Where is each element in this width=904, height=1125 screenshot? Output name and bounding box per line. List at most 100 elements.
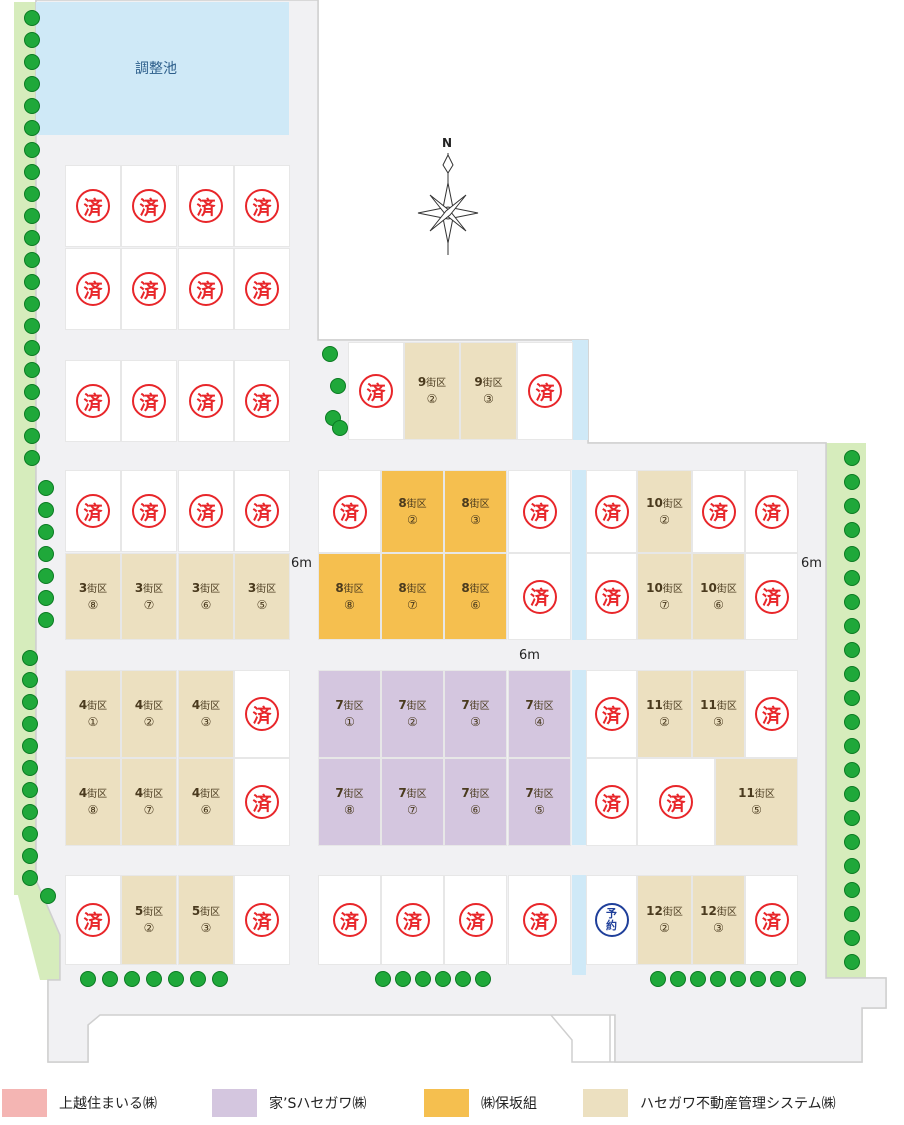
lot-block: 9街区 bbox=[474, 375, 503, 389]
lot-sold[interactable]: 済 bbox=[381, 875, 444, 965]
lot-sold[interactable]: 済 bbox=[121, 248, 177, 330]
lot-block: 4街区 bbox=[78, 698, 108, 712]
lot-sold[interactable]: 済 bbox=[234, 670, 290, 758]
lot-block: 9街区 bbox=[417, 375, 447, 389]
lot-sold[interactable]: 済 bbox=[586, 553, 637, 640]
lot-sold[interactable]: 済 bbox=[178, 248, 234, 330]
lot-sold[interactable]: 済 bbox=[444, 875, 507, 965]
lot-block: 4街区 bbox=[134, 786, 164, 800]
tree-icon bbox=[102, 971, 118, 987]
lot-block: 8街区 bbox=[461, 495, 490, 510]
lot-sold[interactable]: 済 bbox=[234, 248, 290, 330]
legend-swatch bbox=[2, 1089, 47, 1117]
tree-icon bbox=[790, 971, 806, 987]
lot-number: ⑦ bbox=[143, 803, 155, 817]
lot-sold[interactable]: 済 bbox=[517, 342, 573, 440]
tree-icon bbox=[844, 954, 860, 970]
lot-block: 5街区 bbox=[134, 904, 164, 918]
lot-sold[interactable]: 済 bbox=[178, 360, 234, 442]
lot-sold[interactable]: 済 bbox=[318, 875, 381, 965]
lot-sold[interactable]: 済 bbox=[65, 165, 121, 247]
lot-block: 11街区 bbox=[700, 698, 737, 712]
lot-sold[interactable]: 済 bbox=[234, 165, 290, 247]
lot-number: ③ bbox=[483, 392, 494, 406]
lot-sold[interactable]: 済 bbox=[318, 470, 381, 553]
lot-number: ⑥ bbox=[470, 803, 481, 817]
lot-sold[interactable]: 済 bbox=[745, 553, 798, 640]
lot-sold[interactable]: 済 bbox=[586, 670, 637, 758]
lot-reserved[interactable]: 予約 bbox=[586, 875, 637, 965]
lot-sold[interactable]: 済 bbox=[637, 758, 715, 846]
lot-number: ② bbox=[659, 921, 670, 935]
lot-beige[interactable]: 9街区 ③ bbox=[460, 342, 517, 440]
lot-sold[interactable]: 済 bbox=[234, 875, 290, 965]
lot-sold[interactable]: 済 bbox=[121, 360, 177, 442]
lot-sold[interactable]: 済 bbox=[692, 470, 745, 553]
lot-block: 7街区 bbox=[398, 786, 427, 800]
lot-sold[interactable]: 済 bbox=[234, 360, 290, 442]
lot-sold[interactable]: 済 bbox=[745, 470, 798, 553]
lot-sold[interactable]: 済 bbox=[65, 248, 121, 330]
lot-sold[interactable]: 済 bbox=[508, 553, 571, 640]
compass-rose bbox=[417, 153, 479, 255]
lot-sold[interactable]: 済 bbox=[121, 165, 177, 247]
lot-sold[interactable]: 済 bbox=[234, 470, 290, 552]
tree-icon bbox=[844, 930, 860, 946]
lot-sold[interactable]: 済 bbox=[586, 470, 637, 553]
lot-sold[interactable]: 済 bbox=[121, 470, 177, 552]
lot-sold[interactable]: 済 bbox=[178, 165, 234, 247]
tree-icon bbox=[844, 762, 860, 778]
lot-sold[interactable]: 済 bbox=[508, 875, 571, 965]
lot-sold[interactable]: 済 bbox=[348, 342, 404, 440]
lot-sold[interactable]: 済 bbox=[508, 470, 571, 553]
lot-sold[interactable]: 済 bbox=[65, 875, 121, 965]
lot-sold[interactable]: 済 bbox=[65, 360, 121, 442]
lot-sold[interactable]: 済 bbox=[65, 470, 121, 552]
lot-number: ⑤ bbox=[534, 803, 545, 817]
tree-icon bbox=[146, 971, 162, 987]
lot-sold[interactable]: 済 bbox=[745, 875, 798, 965]
lot-sold[interactable]: 済 bbox=[234, 758, 290, 846]
tree-icon bbox=[24, 32, 40, 48]
tree-icon bbox=[22, 870, 38, 886]
lot-sold[interactable]: 済 bbox=[745, 670, 798, 758]
lot-number: ⑤ bbox=[256, 597, 268, 612]
lot-beige[interactable]: 4街区 ⑦ bbox=[121, 758, 177, 846]
lot-sold[interactable]: 済 bbox=[586, 758, 637, 846]
legend-item-pink: 上越住まいる㈱ bbox=[2, 1089, 157, 1117]
lot-sold[interactable]: 済 bbox=[178, 470, 234, 552]
